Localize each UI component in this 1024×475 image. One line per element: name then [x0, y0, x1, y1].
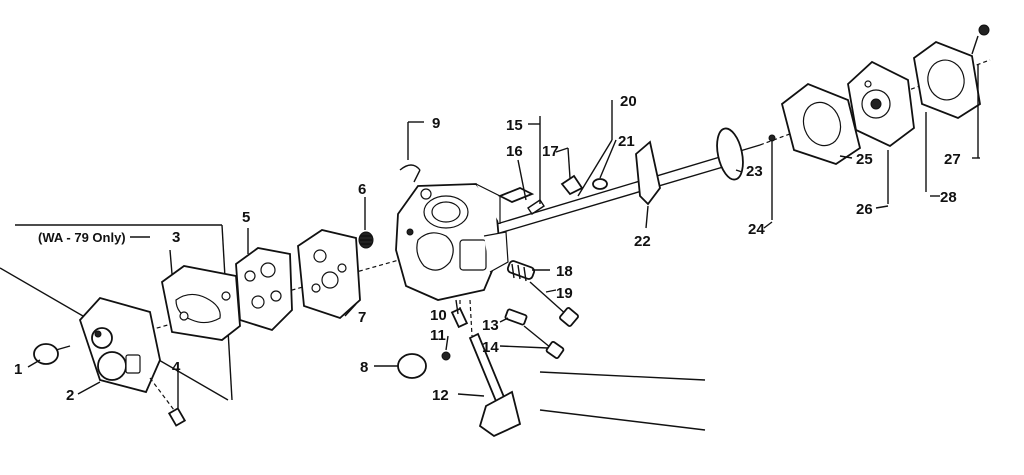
- wa79-note: (WA - 79 Only): [38, 230, 126, 245]
- callout-9: 9: [432, 115, 440, 132]
- part-28-cover: [913, 40, 981, 192]
- callout-7: 7: [358, 309, 366, 326]
- part-17-clip: [560, 174, 584, 196]
- part-27-screw: [971, 24, 990, 158]
- callout-10: 10: [430, 307, 447, 324]
- callout-11: 11: [430, 327, 446, 344]
- throttle-shaft: [469, 144, 761, 233]
- callout-19: 19: [556, 285, 573, 302]
- part-22-lever: [635, 140, 661, 206]
- callout-12: 12: [432, 387, 449, 404]
- part-11-pin: [441, 351, 451, 361]
- callout-16: 16: [506, 143, 523, 160]
- part-23-plate: [716, 127, 744, 181]
- callout-23: 23: [746, 163, 763, 180]
- guide-line-5: [539, 409, 706, 431]
- callout-13: 13: [482, 317, 499, 334]
- part-19-screw: [529, 281, 579, 327]
- callout-4: 4: [172, 359, 181, 376]
- part-15-spring: [527, 116, 545, 215]
- callout-18: 18: [556, 263, 573, 280]
- guide-line-4: [539, 371, 706, 381]
- leader-lines: [27, 100, 980, 408]
- part-24-screw: [768, 134, 776, 220]
- callout-17: 17: [542, 143, 559, 160]
- part-1-knob: [33, 343, 71, 365]
- part-2-cover: [78, 296, 161, 394]
- callout-1: 1: [14, 361, 22, 378]
- part-16-bushing: [497, 187, 535, 203]
- part-18-spring: [506, 260, 536, 282]
- callout-26: 26: [856, 201, 873, 218]
- part-3-gasket: [161, 265, 241, 341]
- part-20-screw: [577, 139, 613, 197]
- part-13-jet: [504, 308, 528, 326]
- callout-6: 6: [358, 181, 366, 198]
- part-14-screw: [523, 325, 565, 360]
- throttle-shaft-lower: [475, 161, 741, 241]
- callout-25: 25: [856, 151, 873, 168]
- callout-15: 15: [506, 117, 523, 134]
- part-8-disc: [397, 353, 427, 379]
- callout-20: 20: [620, 93, 637, 110]
- part-6-spring: [358, 231, 374, 249]
- callout-22: 22: [634, 233, 651, 250]
- part-21-washer: [592, 178, 608, 190]
- part-5-plate: [235, 247, 293, 332]
- part-9-clip: [399, 164, 421, 183]
- callout-5: 5: [242, 209, 250, 226]
- callout-24: 24: [748, 221, 765, 238]
- part-25-gasket: [780, 82, 862, 165]
- callout-21: 21: [618, 133, 635, 150]
- part-12-lever: [468, 299, 522, 438]
- callout-8: 8: [360, 359, 368, 376]
- carburetor-body: [395, 183, 509, 301]
- part-7-diaphragm: [297, 229, 361, 320]
- callout-28: 28: [940, 189, 957, 206]
- callout-14: 14: [482, 339, 499, 356]
- callout-2: 2: [66, 387, 74, 404]
- callout-3: 3: [172, 229, 180, 246]
- callout-27: 27: [944, 151, 961, 168]
- part-10-valve: [450, 300, 469, 329]
- part-4-screw: [149, 377, 187, 427]
- part-26-cover: [847, 60, 915, 204]
